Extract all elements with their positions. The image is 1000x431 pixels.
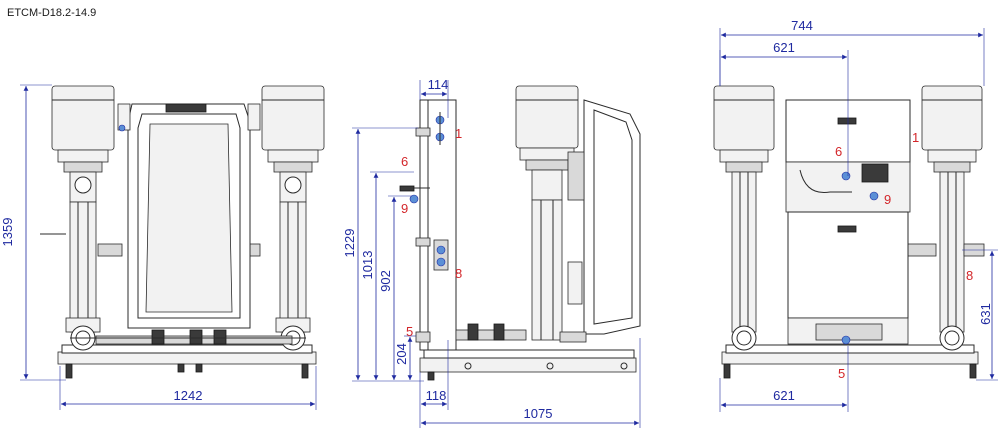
side-callout-1: 1 <box>455 126 462 141</box>
side-dim-1075: 1075 <box>419 338 641 428</box>
dim-902: 902 <box>378 270 393 292</box>
side-dim-114: 114 <box>419 77 449 118</box>
rear-view <box>713 85 985 379</box>
dim-631: 631 <box>978 303 993 325</box>
rear-callout-6: 6 <box>835 144 842 159</box>
side-view <box>399 85 641 381</box>
side-callout-5: 5 <box>406 324 413 339</box>
rear-dim-744: 744 <box>719 18 985 86</box>
side-callout-6: 6 <box>401 154 408 169</box>
rear-dim-631: 631 <box>962 249 998 381</box>
dim-204: 204 <box>394 343 409 365</box>
dim-1242: 1242 <box>174 388 203 403</box>
side-callout-8: 8 <box>455 266 462 281</box>
rear-callout-5: 5 <box>838 366 845 381</box>
side-callout-9: 9 <box>401 201 408 216</box>
dim-1013: 1013 <box>360 251 375 280</box>
side-dim-902: 902 <box>378 195 412 380</box>
front-width-dimension: 1242 <box>59 366 317 410</box>
dim-118: 118 <box>426 388 447 403</box>
front-height-dimension: 1359 <box>0 84 66 381</box>
side-dim-204: 204 <box>394 335 416 380</box>
rear-callout-8: 8 <box>966 268 973 283</box>
dim-1359: 1359 <box>0 218 15 247</box>
dim-744: 744 <box>791 18 813 33</box>
rear-callout-1: 1 <box>912 130 919 145</box>
dim-621-bottom: 621 <box>773 388 795 403</box>
drawing-title: ETCM-D18.2-14.9 <box>7 7 96 19</box>
side-dim-1229: 1229 <box>342 127 424 382</box>
dim-1075: 1075 <box>524 406 553 421</box>
dim-1229: 1229 <box>342 229 357 258</box>
side-dim-1013: 1013 <box>360 171 414 380</box>
rear-dim-621-bottom: 621 <box>719 346 849 412</box>
dim-621-top: 621 <box>773 40 795 55</box>
dim-114: 114 <box>428 77 449 92</box>
rear-dim-621-top: 621 <box>719 40 849 176</box>
side-dim-118: 118 <box>419 340 449 410</box>
rear-callout-9: 9 <box>884 192 891 207</box>
front-view <box>40 85 325 379</box>
